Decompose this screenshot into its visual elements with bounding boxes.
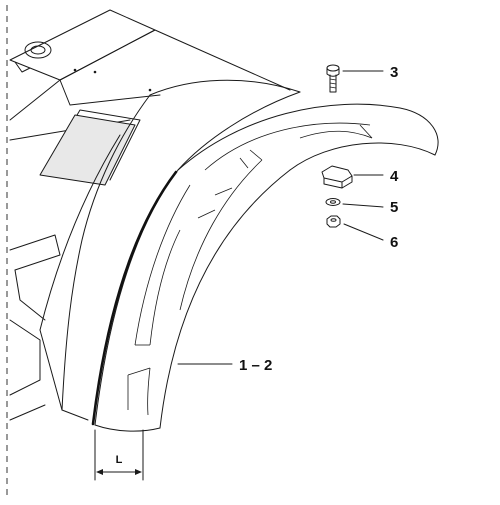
bolt-part xyxy=(326,64,340,93)
clip-nut-part xyxy=(321,165,353,189)
tractor-body xyxy=(9,9,291,421)
fender-part xyxy=(91,103,439,432)
leader-lines xyxy=(177,70,384,365)
callout-1-2: 1 – 2 xyxy=(239,357,272,374)
fuel-cap xyxy=(24,41,52,59)
dimension-label: L xyxy=(116,454,123,466)
washer-part xyxy=(325,198,341,206)
callout-5: 5 xyxy=(390,199,398,216)
nut-part xyxy=(326,215,341,228)
callout-6: 6 xyxy=(390,234,398,251)
callout-3: 3 xyxy=(390,64,398,81)
inner-fender-shell xyxy=(39,79,301,421)
callout-4: 4 xyxy=(390,168,399,185)
dimension-l: L xyxy=(94,429,144,481)
